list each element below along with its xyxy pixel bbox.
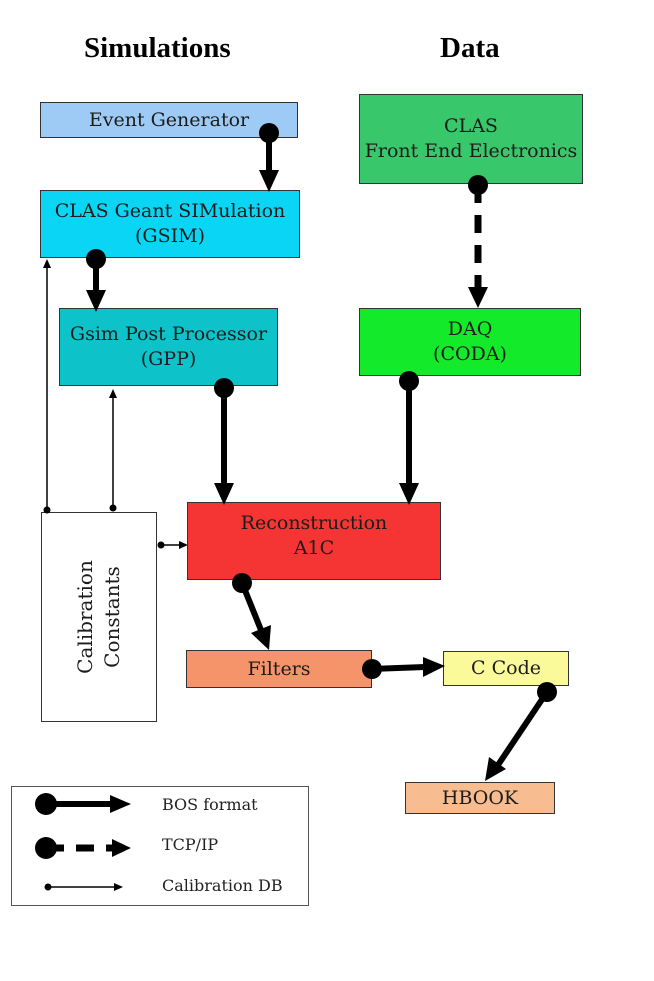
calibration-constants-box: Calibration Constants <box>41 512 157 722</box>
event-generator-box: Event Generator <box>40 102 298 138</box>
reconstruction-box: Reconstruction A1C <box>187 502 441 580</box>
arrow-gpp-to-reconstruction <box>214 378 234 505</box>
reconstruction-label-line2: A1C <box>293 536 335 559</box>
legend-symbol-calib-db <box>44 883 123 891</box>
arrow-ccode-to-hbook <box>485 682 557 781</box>
daq-label-line2: (CODA) <box>433 343 507 365</box>
event-generator-label: Event Generator <box>88 108 250 131</box>
legend-label-bos: BOS format <box>162 795 258 814</box>
clas-fee-label-line2: Front End Electronics <box>364 140 578 162</box>
reconstruction-label-line1: Reconstruction <box>240 512 388 534</box>
daq-label-line1: DAQ <box>447 318 493 341</box>
legend-symbol-tcpip <box>35 837 131 859</box>
legend-label-tcpip: TCP/IP <box>162 835 219 854</box>
c-code-label: C Code <box>471 657 541 680</box>
legend-label-calib-db: Calibration DB <box>162 876 283 895</box>
c-code-box: C Code <box>443 651 569 686</box>
heading-simulations: Simulations <box>84 32 231 64</box>
hbook-box: HBOOK <box>405 782 555 814</box>
arrow-daq-to-reconstruction <box>399 371 419 505</box>
arrow-calib-to-gsim <box>43 259 51 514</box>
arrow-calib-to-gpp <box>109 389 117 512</box>
arrow-event-to-gsim <box>259 123 279 192</box>
clas-fee-label-line1: CLAS <box>444 115 498 138</box>
heading-data: Data <box>440 32 500 64</box>
gpp-label-line1: Gsim Post Processor <box>69 323 268 346</box>
daq-box: DAQ (CODA) <box>359 308 581 376</box>
filters-label: Filters <box>247 657 311 680</box>
gsim-label-line1: CLAS Geant SIMulation <box>54 200 286 223</box>
gsim-label-line2: (GSIM) <box>135 225 205 247</box>
hbook-label: HBOOK <box>441 786 519 809</box>
arrow-reconstruction-to-filters <box>232 573 271 650</box>
legend-symbol-bos <box>35 793 131 815</box>
arrow-fee-to-daq <box>468 175 488 308</box>
arrow-filters-to-ccode <box>362 657 445 679</box>
filters-box: Filters <box>186 650 372 688</box>
arrow-gsim-to-gpp <box>86 249 106 312</box>
gpp-label-line2: (GPP) <box>140 348 197 370</box>
clas-fee-box: CLAS Front End Electronics <box>359 94 583 184</box>
arrow-calib-to-reconstruction <box>157 541 188 549</box>
gpp-box: Gsim Post Processor (GPP) <box>59 308 278 386</box>
gsim-box: CLAS Geant SIMulation (GSIM) <box>40 190 300 258</box>
